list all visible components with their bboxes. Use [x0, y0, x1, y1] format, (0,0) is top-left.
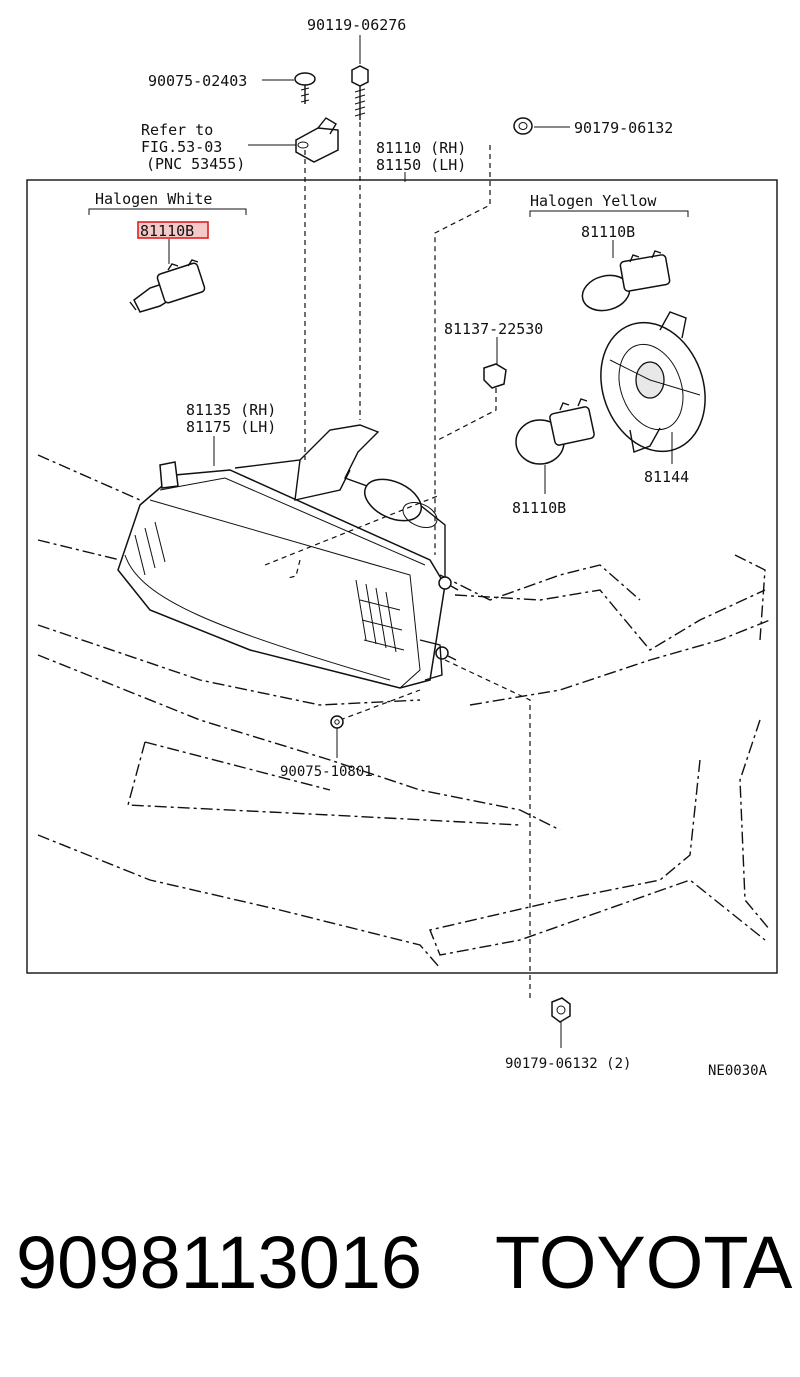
label-screw-top: 90075-02403	[148, 72, 247, 90]
clip[interactable]	[483, 363, 507, 389]
headlamp-assembly[interactable]	[117, 424, 459, 689]
refer-line-3: (PNC 53455)	[146, 155, 245, 173]
label-housing-rh: 81135 (RH)	[186, 401, 276, 419]
brand-name: TOYOTA	[495, 1221, 793, 1304]
refer-line-1: Refer to	[141, 121, 213, 139]
nut-bottom[interactable]	[551, 997, 571, 1023]
section-halogen-white: Halogen White	[95, 190, 212, 208]
bulb-white[interactable]	[129, 259, 206, 313]
label-unit-rh: 81110 (RH)	[376, 139, 466, 157]
bulb-yellow-mid[interactable]	[515, 398, 595, 465]
highlight-box	[137, 221, 209, 239]
label-unit-lh: 81150 (LH)	[376, 156, 466, 174]
bracket[interactable]	[295, 117, 339, 163]
label-bulb-yellow-top: 81110B	[581, 223, 635, 241]
refer-line-2: FIG.53-03	[141, 138, 222, 156]
label-clip: 81137-22530	[444, 320, 543, 338]
diagram-frame	[26, 179, 778, 974]
label-bulb-white[interactable]: 81110B	[140, 222, 194, 240]
bolt-top[interactable]	[351, 65, 369, 120]
label-socket-cover: 81144	[644, 468, 689, 486]
bulb-yellow-top[interactable]	[578, 250, 671, 316]
section-halogen-yellow: Halogen Yellow	[530, 192, 657, 210]
label-nut-top-right: 90179-06132	[574, 119, 673, 137]
screw-top[interactable]	[294, 72, 316, 104]
figure-code: NE0030A	[708, 1063, 768, 1079]
socket-cover[interactable]	[583, 308, 722, 466]
label-housing-lh: 81175 (LH)	[186, 418, 276, 436]
label-bulb-yellow-mid: 81110B	[512, 499, 566, 517]
nut-top-right[interactable]	[513, 117, 533, 135]
part-number: 9098113016	[16, 1221, 423, 1304]
part-footer: 9098113016 TOYOTA	[0, 1220, 800, 1330]
vehicle-body-outline	[37, 454, 771, 969]
screw-bottom[interactable]	[330, 715, 344, 729]
label-nut-bottom: 90179-06132 (2)	[505, 1056, 631, 1072]
label-screw-bottom: 90075-10801	[280, 764, 373, 780]
headlamp-parts-diagram: 90119-06276 90075-02403 Refer to FIG.53-…	[26, 16, 778, 1079]
label-bolt-top: 90119-06276	[307, 16, 406, 34]
